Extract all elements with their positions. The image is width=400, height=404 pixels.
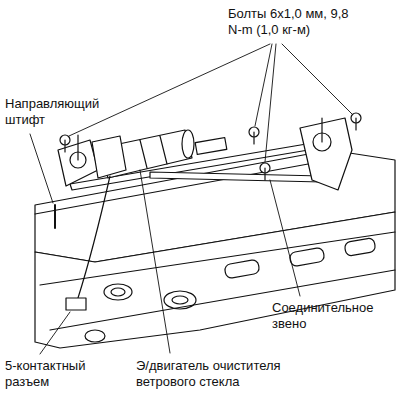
cowl-rib <box>40 232 395 285</box>
right-pivot <box>300 118 352 190</box>
guide-pin <box>54 205 56 228</box>
cowl-hole <box>164 291 196 309</box>
lower-cowl <box>35 212 395 348</box>
bolt <box>260 163 270 180</box>
bolt-spec: Болты 6x1,0 мм, 9,8 N-m (1,0 кг-м) <box>228 6 358 38</box>
pivot-shaft <box>77 135 78 160</box>
cowl-hole <box>172 296 188 304</box>
bolt <box>60 135 70 152</box>
cowl-hole <box>85 330 105 342</box>
motor-band <box>140 140 147 168</box>
part-name: 5-контактный разъем <box>5 358 105 390</box>
cowl-hole <box>111 288 125 296</box>
pivot-shaft <box>321 118 322 142</box>
motor-wire <box>78 176 110 298</box>
part-name: Соединительное звено <box>272 300 390 332</box>
cowl-hole <box>104 284 132 300</box>
bolt <box>351 113 361 130</box>
five-pin-connector <box>66 298 86 310</box>
motor-gearbox <box>92 136 126 178</box>
part-name: Направляющий штифт <box>5 96 110 128</box>
cowl-slot <box>344 238 376 257</box>
part-name: Э/двигатель очистителя ветрового стекла <box>136 358 306 390</box>
linkage-rod <box>150 172 322 182</box>
motor-band <box>160 136 167 164</box>
motor-bracket <box>195 137 227 154</box>
cowl-slot <box>289 247 325 267</box>
cowl-slot <box>224 259 260 279</box>
motor-end <box>182 130 194 158</box>
bolt <box>249 127 259 144</box>
